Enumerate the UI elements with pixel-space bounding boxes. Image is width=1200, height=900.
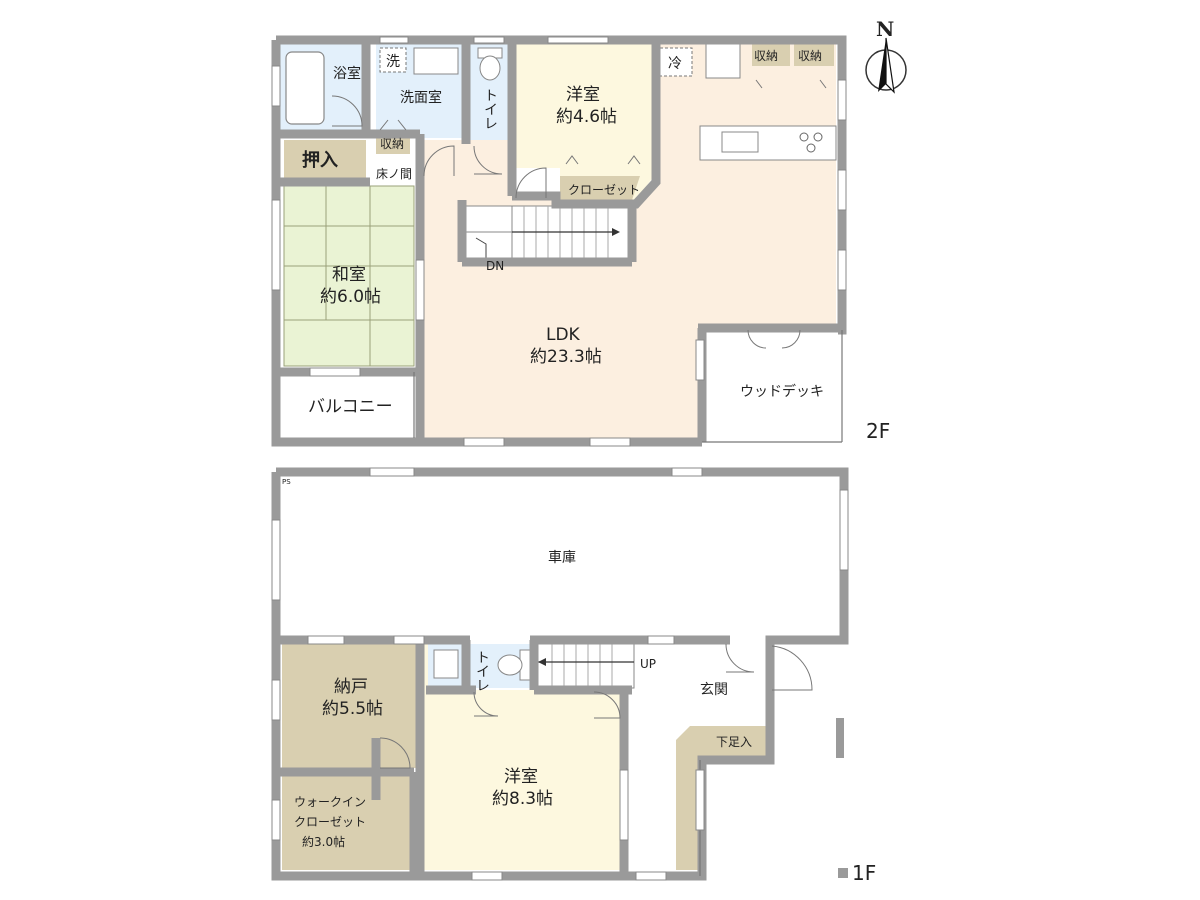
floor-2f-label: 2F	[866, 419, 890, 443]
wic-label-line2: クローゼット	[294, 815, 366, 829]
stairs-2f-icon	[465, 205, 631, 259]
garage-label: 車庫	[548, 549, 576, 566]
wic-size: 約3.0帖	[302, 834, 345, 849]
floor-2f: 浴室 洗 洗面室 トイレ 洋室 約4.6帖 冷 収納 収納 収納 押入 床ノ間 …	[271, 35, 890, 447]
storeroom-size: 約5.5帖	[322, 699, 383, 719]
wood-deck-area	[706, 330, 842, 438]
fridge-label: 冷	[668, 56, 682, 72]
western-1f-name: 洋室	[504, 767, 538, 787]
oshiire-label: 押入	[302, 149, 338, 171]
shoe-step-label: 下足入	[716, 735, 752, 749]
western-2f-area	[516, 44, 654, 200]
balcony-label: バルコニー	[308, 397, 393, 417]
storage-a-area	[752, 44, 790, 66]
exterior-post	[836, 718, 844, 758]
stairs-1f-icon	[537, 641, 635, 689]
stairs-dn-label: DN	[486, 259, 504, 273]
doors-2f	[331, 79, 827, 349]
wood-deck-label: ウッドデッキ	[740, 383, 824, 400]
wic-label-line1: ウォークイン	[294, 795, 366, 809]
storeroom-area	[282, 644, 420, 768]
wic-area	[282, 776, 410, 870]
western-1f-area	[420, 644, 620, 870]
bath-label: 浴室	[333, 65, 361, 82]
pantry-box	[705, 43, 741, 79]
doors-1f	[379, 643, 813, 769]
kitchen-counter-icon	[699, 125, 837, 161]
sink-icon	[413, 47, 459, 75]
western-2f-name: 洋室	[566, 85, 600, 105]
western-1f-size: 約8.3帖	[492, 789, 553, 809]
toilet-1f-label: トイレ	[474, 650, 490, 692]
washitsu-size: 約6.0帖	[320, 287, 381, 307]
stairs-up-label: UP	[640, 657, 656, 671]
storage-b-label: 収納	[798, 49, 822, 63]
entrance-label: 玄関	[700, 681, 728, 698]
bathtub-icon	[285, 51, 325, 125]
western-2f-size: 約4.6帖	[556, 107, 617, 127]
oshiire-area	[284, 140, 366, 178]
toilet-icon	[477, 47, 503, 81]
toilet-2f-label: トイレ	[482, 88, 498, 130]
north-label: N	[876, 17, 894, 41]
balcony-area	[280, 376, 412, 438]
storeroom-name: 納戸	[334, 677, 368, 697]
washer-label: 洗	[386, 54, 400, 70]
washitsu-area	[284, 186, 414, 366]
garage-area	[280, 476, 840, 636]
windows-2f	[271, 36, 847, 447]
north-arrow-icon	[865, 37, 907, 94]
storage-c-label: 収納	[380, 137, 404, 151]
storage-a-label: 収納	[754, 49, 778, 63]
washroom-label: 洗面室	[400, 89, 442, 106]
floor-1f-label: 1F	[852, 861, 876, 885]
windows-1f	[271, 467, 849, 881]
washroom-storage-area	[376, 134, 410, 154]
storage-b-area	[794, 44, 834, 66]
ldk-name: LDK	[546, 325, 581, 345]
washitsu-name: 和室	[332, 265, 366, 285]
compass: N	[865, 17, 907, 94]
ldk-size: 約23.3帖	[530, 347, 602, 367]
washer-icon	[379, 47, 407, 73]
floor-1f: PS 車庫 納戸 約5.5帖 トイレ UP 玄関 下足入 ウォークイン クローゼ…	[271, 467, 876, 885]
sink-1f-icon	[433, 649, 459, 679]
closet-area	[560, 176, 640, 200]
ps-label: PS	[282, 478, 291, 486]
tokonoma-label: 床ノ間	[376, 167, 412, 181]
closet-2f-label: クローゼット	[568, 183, 640, 197]
floor-1f-marker-icon	[838, 868, 848, 878]
